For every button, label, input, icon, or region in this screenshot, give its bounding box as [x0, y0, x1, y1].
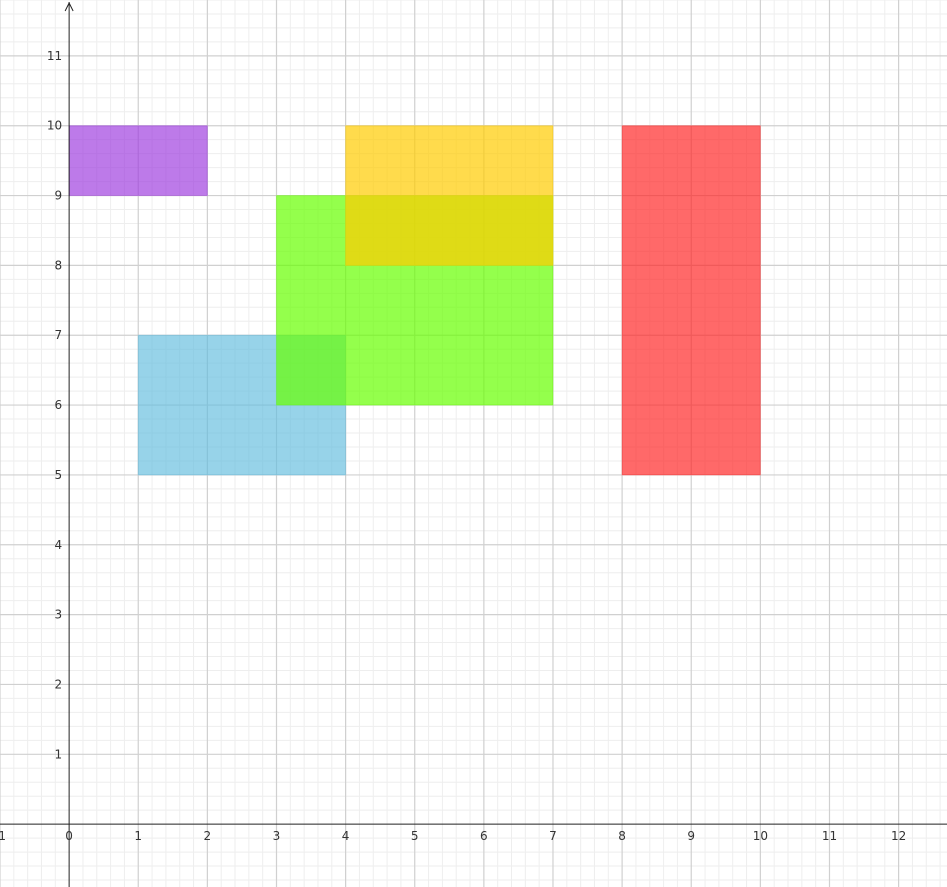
x-tick-label: 3: [273, 829, 281, 843]
x-tick-label: 5: [411, 829, 419, 843]
x-tick-label: 2: [204, 829, 212, 843]
y-axis-arrow-icon: [64, 1, 74, 12]
x-tick-label: 4: [342, 829, 350, 843]
rectangles: [68, 125, 761, 476]
y-tick-label: 7: [54, 328, 62, 342]
y-axis-tick-labels: 1 2 3 4 5 6 7 8 9 10 11: [47, 49, 62, 761]
x-axis-tick-labels: -1 0 1 2 3 4 5 6 7 8 9 10 11 12: [0, 829, 906, 843]
y-tick-label: 3: [54, 608, 62, 622]
y-tick-label: 9: [54, 189, 62, 203]
x-tick-label: 0: [65, 829, 73, 843]
x-tick-label: 6: [480, 829, 488, 843]
x-tick-label: 12: [891, 829, 906, 843]
x-tick-label: 11: [822, 829, 837, 843]
y-tick-label: 2: [54, 677, 62, 691]
x-tick-label: 1: [134, 829, 142, 843]
purple-rectangle: [68, 125, 208, 197]
x-tick-label: 9: [687, 829, 695, 843]
y-tick-label: 11: [47, 49, 62, 63]
x-tick-label: 10: [753, 829, 768, 843]
y-tick-label: 4: [54, 538, 62, 552]
x-tick-label: 7: [549, 829, 557, 843]
yellow-rectangle: [345, 125, 554, 266]
x-tick-label: 8: [618, 829, 626, 843]
x-tick-label: -1: [0, 829, 6, 843]
y-tick-label: 8: [54, 258, 62, 272]
red-rectangle: [621, 125, 761, 476]
y-tick-label: 10: [47, 119, 62, 133]
y-tick-label: 1: [54, 747, 62, 761]
y-tick-label: 6: [54, 398, 62, 412]
y-tick-label: 5: [54, 468, 62, 482]
